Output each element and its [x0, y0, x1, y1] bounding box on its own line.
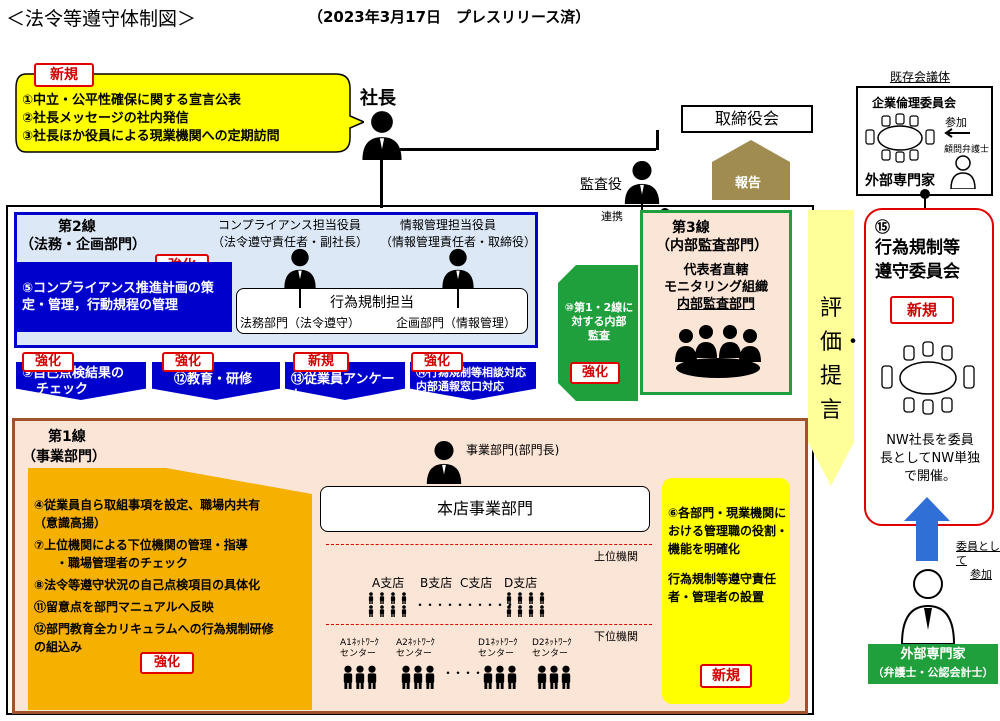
board-of-directors: 取締役会 — [681, 105, 813, 133]
center-d2: D2ﾈｯﾄﾜｰｸ センター — [532, 638, 572, 659]
line3-dept: （内部監査部門） — [656, 238, 768, 254]
committee-number: ⑮ — [875, 218, 891, 236]
line1-items: ④従業員自ら取組事項を設定、職場内共有 （意識高揚） ⑦上位機関による下位機関の… — [34, 498, 274, 654]
up-arrow-icon — [904, 497, 950, 561]
info-officer-icon — [440, 248, 476, 288]
ethics-committee-label: 企業倫理委員会 — [872, 96, 957, 110]
center-a2: A2ﾈｯﾄﾜｰｸ センター — [396, 638, 435, 659]
branch-b: B支店 — [420, 576, 453, 590]
line2-title: 第2線 — [58, 219, 96, 235]
hq-department: 本店事業部門 — [320, 486, 650, 532]
committee-join-label: 委員として参加 — [956, 540, 1000, 581]
lower-divider — [326, 624, 652, 625]
committee-title: 行為規制等遵守委員会 — [875, 238, 960, 282]
arrow-left-icon — [944, 128, 970, 138]
line1-strengthen-badge: 強化 — [140, 652, 194, 674]
regulation-left: 法務部門（法令遵守） — [240, 316, 361, 330]
line1-dept: （事業部門） — [22, 449, 106, 465]
upper-divider — [326, 544, 652, 545]
branch-d-staff-icon — [506, 592, 545, 617]
auditor-person-icon — [622, 160, 662, 204]
existing-council-caption: 既存会議体 — [890, 70, 951, 84]
regulation-title: 行為規制担当 — [330, 295, 414, 311]
regulation-box — [236, 288, 528, 334]
officer2-stem — [457, 286, 459, 308]
committee-new-badge: 新規 — [890, 296, 954, 324]
ceo-callout-shape — [15, 73, 364, 153]
tab3-badge: 新規 — [293, 352, 349, 372]
tab1-badge: 強化 — [22, 352, 74, 372]
committee-description: NW社長を委員長としてNW単独で開催。 — [879, 433, 981, 484]
center-d1: D1ﾈｯﾄﾜｰｸ センター — [478, 638, 518, 659]
center-d2-staff-icon — [537, 665, 571, 689]
audit-team-icon — [675, 325, 761, 378]
audit-strengthen-badge: 強化 — [570, 362, 620, 384]
auditor-label: 監査役 — [580, 177, 622, 193]
manager-roles-new-badge: 新規 — [700, 664, 752, 688]
tab4-badge: 強化 — [411, 352, 463, 372]
committee-table-icon — [881, 341, 975, 415]
report-label: 報告 — [735, 176, 762, 191]
organization-frame — [6, 205, 814, 715]
press-release-note: （2023年3月17日 プレスリリース済） — [308, 8, 591, 26]
line3-title: 第3線 — [672, 220, 710, 236]
branch-dots: ・・・・・・・・・・ — [414, 598, 516, 612]
manager-roles-text: ⑥各部門・現業機関における管理職の役割・機能を明確化 行為規制等遵守責任者・管理… — [668, 506, 789, 604]
branch-a: A支店 — [372, 576, 405, 590]
council-dot-icon — [920, 189, 930, 199]
compliance-officer-sub: （法令遵守責任者・副社長） — [212, 235, 369, 249]
officer1-stem — [299, 286, 301, 308]
auditor-link-line — [641, 200, 643, 214]
line2-dept: （法務・企画部門） — [20, 237, 146, 253]
compliance-plan-box: ⑤コンプライアンス推進計画の策定・管理，行動規程の管理 — [16, 262, 232, 332]
ceo-person-icon — [360, 110, 404, 160]
board-line — [656, 130, 659, 150]
external-expert-box: 外部専門家（弁護士・公認会計士） — [868, 644, 998, 684]
ceo-item-2: ②社長メッセージの社内発信 — [22, 111, 189, 126]
internal-audit-text: ⑩第1・2線に対する内部監査 — [564, 301, 634, 342]
line3-body: 代表者直轄モニタリング組織内部監査部門 — [663, 263, 768, 312]
lawyer-label: 顧問弁護士 — [944, 145, 990, 155]
ceo-item-3: ③社長ほか役員による現業機関への定期訪問 — [22, 129, 280, 144]
line1-title: 第1線 — [48, 429, 86, 445]
ceo-label: 社長 — [360, 88, 396, 109]
lower-label: 下位機関 — [594, 630, 638, 643]
ceo-new-badge: 新規 — [34, 63, 94, 87]
participate-label: 参加 — [945, 116, 967, 129]
center-a1: A1ﾈｯﾄﾜｰｸ センター — [340, 638, 379, 659]
meeting-table-icon — [865, 113, 935, 163]
dept-head-label: 事業部門(部門長) — [466, 443, 560, 457]
branch-c: C支店 — [460, 576, 493, 590]
page-title: ＜法令等遵守体制図＞ — [6, 8, 197, 30]
evaluation-text: 評価・提言 — [820, 296, 865, 423]
ceo-line-right — [400, 148, 656, 151]
ceo-item-1: ①中立・公平性確保に関する宣言公表 — [22, 93, 242, 108]
compliance-officer-title: コンプライアンス担当役員 — [218, 218, 361, 232]
expert-person-icon — [900, 569, 956, 644]
liaison-label: 連携 — [601, 210, 623, 223]
regulation-right: 企画部門（情報管理） — [396, 316, 517, 330]
branch-a-staff-icon — [368, 592, 407, 617]
center-d1-staff-icon — [483, 665, 517, 689]
evaluation-arrow — [808, 210, 854, 486]
external-expert-label: 外部専門家 — [865, 173, 935, 189]
info-officer-title: 情報管理担当役員 — [400, 218, 497, 232]
info-officer-sub: （情報管理責任者・取締役） — [380, 235, 537, 249]
lawyer-person-icon — [950, 155, 976, 189]
report-arrow — [712, 140, 790, 200]
branch-d: D支店 — [504, 576, 538, 590]
ceo-initiatives: ①中立・公平性確保に関する宣言公表 ②社長メッセージの社内発信 ③社長ほか役員に… — [22, 92, 280, 146]
line1-orange-panel — [28, 468, 312, 710]
upper-label: 上位機関 — [594, 550, 638, 563]
tab2-badge: 強化 — [162, 352, 214, 372]
center-a2-staff-icon — [401, 665, 435, 689]
center-a1-staff-icon — [343, 665, 377, 689]
compliance-officer-icon — [282, 248, 318, 288]
dept-head-icon — [424, 440, 464, 484]
center-dots: ・・・・ — [442, 666, 484, 680]
council-link-line — [924, 196, 926, 210]
ceo-line-down — [380, 158, 383, 208]
